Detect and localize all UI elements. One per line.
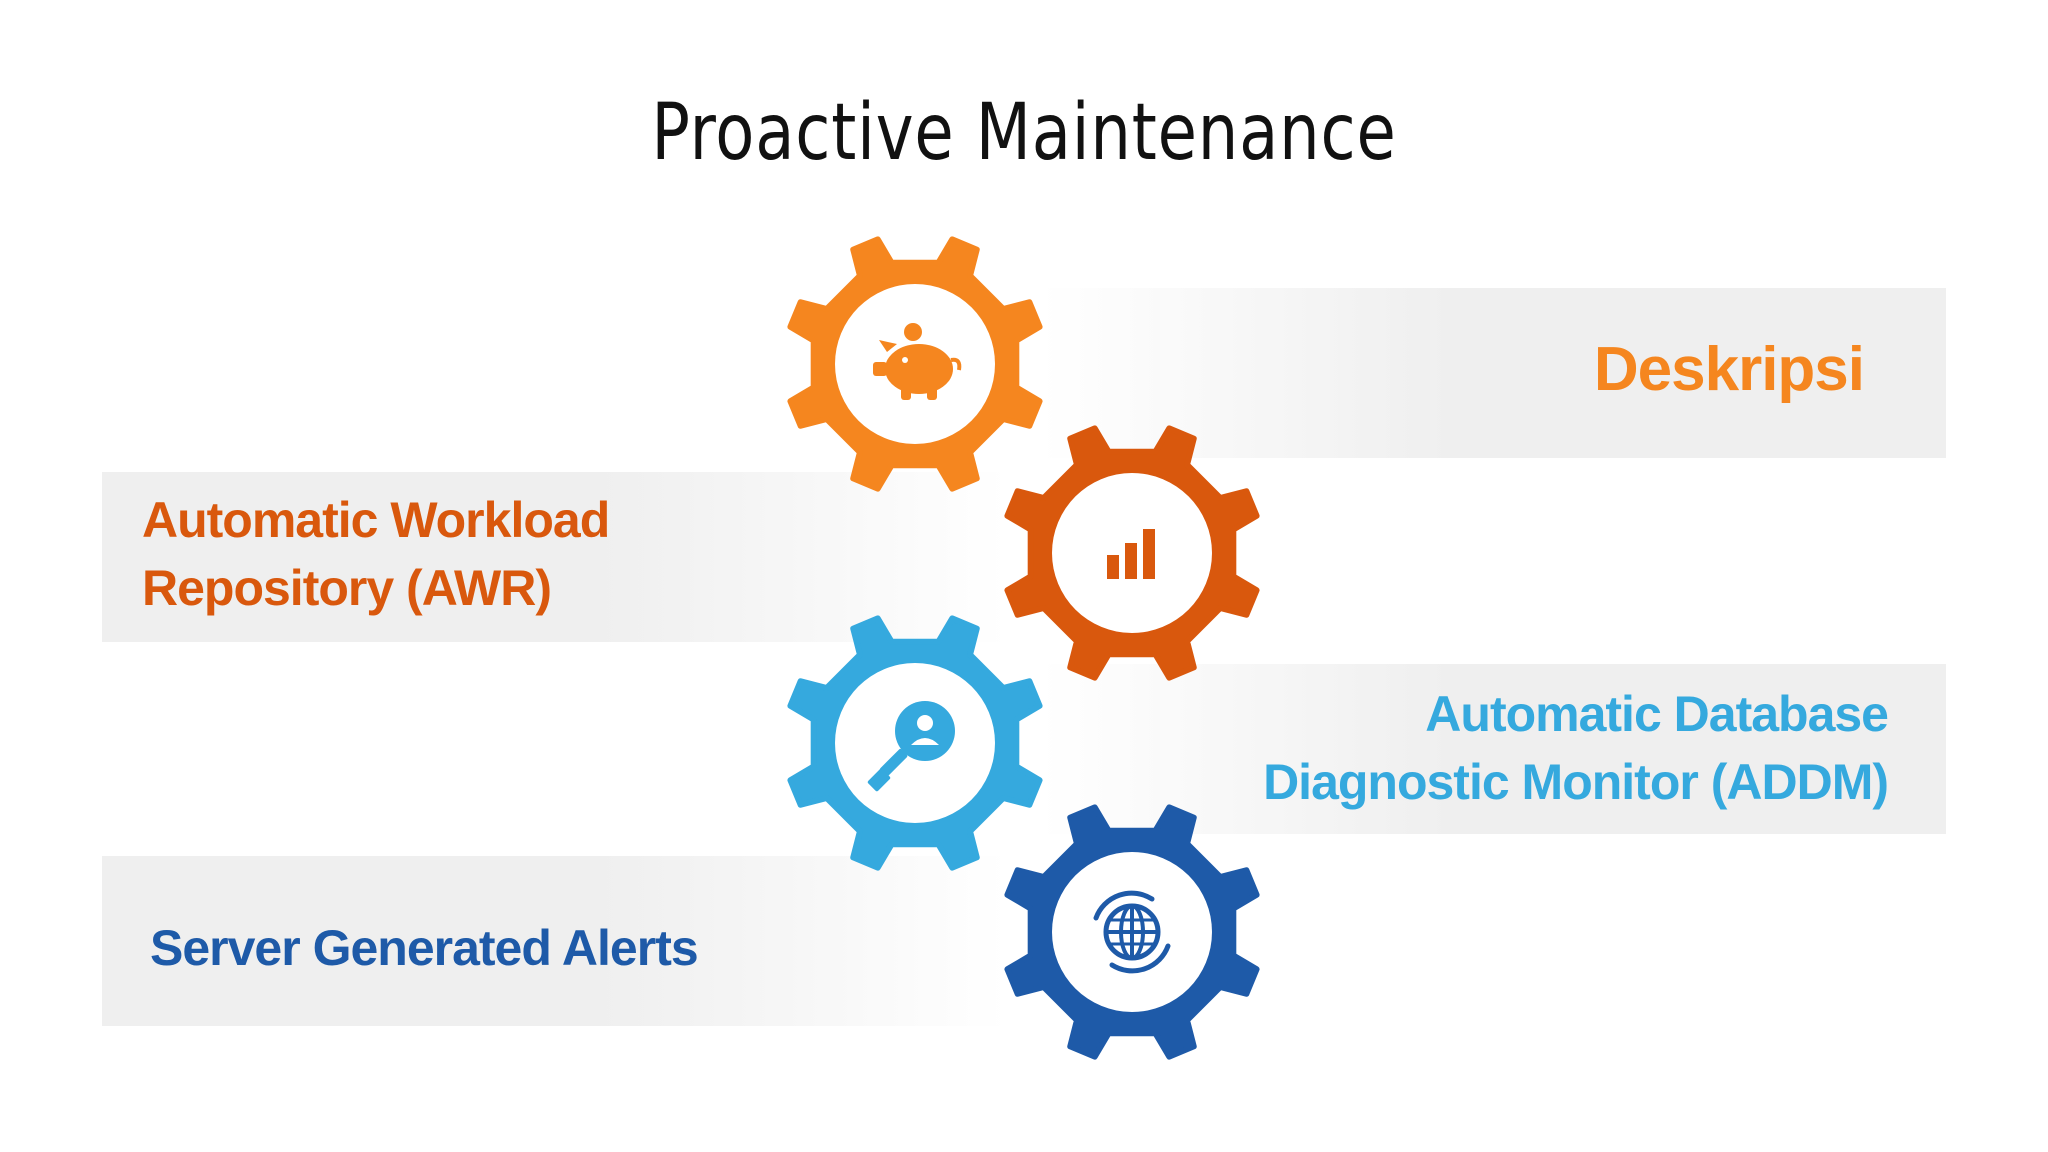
user-search-icon bbox=[867, 701, 955, 792]
awr-label: Automatic Workload Repository (AWR) bbox=[142, 486, 610, 622]
gear-orange bbox=[780, 229, 1050, 499]
header-band bbox=[1040, 288, 1946, 458]
gear-dark-blue bbox=[997, 797, 1267, 1067]
piggy-bank-icon bbox=[873, 323, 962, 400]
addm-band bbox=[1040, 664, 1946, 834]
addm-label-line-2: Diagnostic Monitor (ADDM) bbox=[1263, 754, 1889, 810]
header-label: Deskripsi bbox=[1593, 335, 1865, 404]
awr-band bbox=[102, 472, 1008, 642]
bar-chart-icon bbox=[1107, 529, 1155, 579]
alerts-label-line-1: Server Generated Alerts bbox=[150, 920, 699, 976]
header-label-text: Deskripsi bbox=[1593, 335, 1865, 404]
globe-sync-icon bbox=[1093, 890, 1171, 974]
alerts-band bbox=[102, 856, 1008, 1026]
awr-label-line-2: Repository (AWR) bbox=[142, 560, 552, 616]
gear-light-blue bbox=[780, 608, 1050, 878]
alerts-label: Server Generated Alerts bbox=[150, 914, 699, 982]
page-title: Proactive Maintenance bbox=[651, 88, 1397, 178]
addm-label-line-1: Automatic Database bbox=[1425, 686, 1889, 742]
awr-label-line-1: Automatic Workload bbox=[142, 492, 610, 548]
gear-dark-orange bbox=[997, 418, 1267, 688]
addm-label: Automatic Database Diagnostic Monitor (A… bbox=[1263, 680, 1889, 816]
